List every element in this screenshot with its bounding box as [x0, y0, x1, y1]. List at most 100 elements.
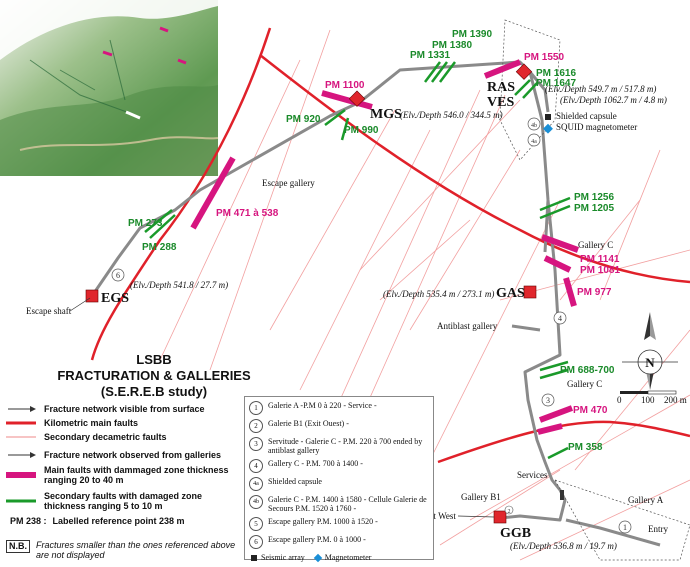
kilometric-main-faults [90, 27, 690, 464]
pm-1100-label: PM 1100 [325, 80, 365, 91]
mgs-marker [348, 90, 366, 107]
legend-gallery-header: Fracture network observed from galleries [6, 448, 242, 462]
magnetometer-icon [313, 553, 323, 563]
gallery-c-label-1: Gallery C [578, 240, 613, 250]
pm-358-label: PM 358 [568, 442, 603, 453]
scale-0: 0 [617, 395, 622, 405]
legend-secondary-faults: Secondary faults with damaged zone thick… [6, 488, 242, 514]
site-ggb-elv: (Elv./Depth 536.8 m / 19.7 m) [510, 541, 617, 551]
symbol-legend: Seismic array Magnetometer [249, 553, 429, 563]
title-line-3: (S.E.R.E.B study) [100, 384, 208, 399]
magnetometer-marker [543, 123, 553, 134]
legend-decametric: Secondary decametric faults [6, 430, 242, 444]
pm-1380-label: PM 1380 [432, 40, 472, 51]
antiblast-gallery-label: Antiblast gallery [437, 321, 498, 331]
entry-label: Entry [648, 524, 668, 534]
secondary-gallery-faults [144, 61, 571, 460]
pm-1390-label: PM 1390 [452, 29, 492, 40]
pm-1141-label: PM 1141 [580, 254, 620, 265]
pm-288-label: PM 288 [142, 242, 177, 253]
site-gas-elv: (Elv./Depth 535.4 m / 273.1 m) [383, 289, 494, 299]
rasves-marker [515, 63, 533, 80]
site-egs-name: EGS [101, 291, 129, 306]
site-ves-name: VES [487, 95, 514, 110]
site-markers [85, 63, 537, 524]
arrow-icon [8, 452, 36, 458]
pm-470-label: PM 470 [573, 405, 608, 416]
site-ras-name: RAS [487, 80, 515, 95]
main-fault-swatch [6, 472, 36, 478]
escape-gallery-label: Escape gallery [262, 178, 315, 188]
gallery-b1-label: Gallery B1 [461, 492, 501, 502]
site-ras-elv: (Elv./Depth 549.7 m / 517.8 m) [545, 84, 656, 94]
pm-688-label: PM 688-700 [560, 365, 615, 376]
decametric-swatch [6, 436, 36, 438]
escape-shaft-leader [69, 297, 91, 312]
north-arrow [622, 312, 678, 390]
pm-273-label: PM 273 [128, 218, 163, 229]
pm-990-label: PM 990 [344, 125, 379, 136]
pm-1550-label: PM 1550 [524, 52, 564, 63]
main-gallery-faults [190, 59, 580, 435]
pm-977-label: PM 977 [577, 287, 612, 298]
num-1: 1 [623, 523, 627, 532]
num-6: 6 [116, 271, 120, 280]
services-marker [560, 490, 564, 500]
site-mgs-name: MGS [370, 107, 402, 122]
site-ggb-name: GGB [500, 526, 531, 541]
pm-1256-label: PM 1256 [574, 192, 614, 203]
site-mgs-elv: (Elv./Depth 546.0 / 344.5 m) [400, 110, 503, 120]
north-arrow-letter: N [645, 355, 655, 370]
pm-920-label: PM 920 [286, 114, 321, 125]
pm-1205-label: PM 1205 [574, 203, 614, 214]
escape-shaft-label: Escape shaft [26, 306, 72, 316]
squid-label: SQUID magnetometer [556, 122, 637, 132]
pm-1647-label: PM 1647 [536, 78, 576, 89]
gallery-a-label: Gallery A [628, 495, 664, 505]
shielded-capsule-label: Shielded capsule [556, 111, 617, 121]
legend-main-faults: Main faults with dammaged zone thickness… [6, 462, 242, 488]
pm-1081-label: PM 1081 [580, 265, 620, 276]
legend-surface-header: Fracture network visible from surface [6, 402, 242, 416]
exit-west-leader [457, 515, 495, 518]
scale-bar [620, 390, 677, 395]
num-3: 3 [546, 396, 550, 405]
arrow-icon [8, 406, 36, 412]
exit-west-label: Exit West [421, 511, 456, 521]
site-egs-elv: (Elv./Depth 541.8 / 27.7 m) [130, 280, 228, 290]
map-title: LSBB FRACTURATION & GALLERIES (S.E.R.E.B… [54, 352, 254, 400]
km-fault-swatch [6, 421, 36, 425]
site-ves-elv: (Elv./Depth 1062.7 m / 4.8 m) [560, 95, 667, 105]
num-4b: 4b [531, 123, 537, 129]
legend-km-faults: Kilometric main faults [6, 416, 242, 430]
ggb-marker [493, 510, 507, 524]
pm-1616-label: PM 1616 [536, 68, 576, 79]
gallery-c-label-2: Gallery C [567, 379, 602, 389]
scale-200: 200 m [664, 395, 687, 405]
num-4: 4 [558, 314, 562, 323]
site-gas-name: GAS [496, 286, 525, 301]
num-4a: 4a [531, 139, 537, 145]
secondary-fault-swatch [6, 499, 36, 503]
num-2: 2 [508, 509, 511, 515]
legend-pm-example: PM 238 : Labelled reference point 238 m [10, 516, 185, 526]
terrain-inset [0, 0, 219, 176]
seismic-array-marker [545, 114, 551, 120]
egs-marker [85, 289, 99, 303]
scale-100: 100 [641, 395, 655, 405]
services-label: Services [517, 470, 548, 480]
gallery-numbers [111, 117, 632, 534]
seismic-array-icon [251, 555, 257, 561]
title-line-2: FRACTURATION & GALLERIES [57, 368, 251, 383]
gas-marker [523, 285, 537, 299]
legend: Fracture network visible from surface Ki… [6, 402, 242, 528]
